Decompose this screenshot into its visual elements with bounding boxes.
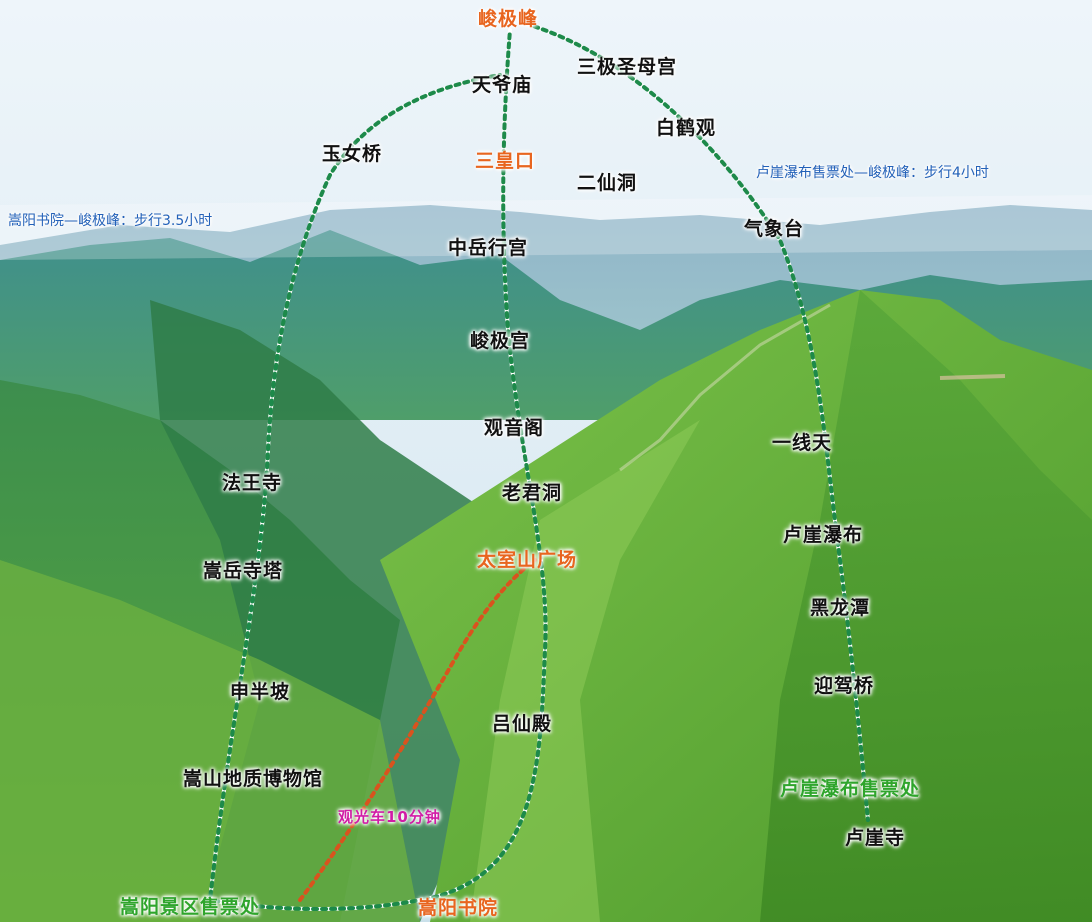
label-luya-waterfall: 卢崖瀑布 bbox=[783, 524, 864, 546]
label-yixiantian: 一线天 bbox=[772, 432, 833, 454]
label-banpo: 申半坡 bbox=[230, 681, 291, 703]
label-erxian-cave: 二仙洞 bbox=[577, 172, 638, 194]
label-songyue-pagoda: 嵩岳寺塔 bbox=[203, 560, 284, 582]
label-yunv-bridge: 玉女桥 bbox=[322, 143, 383, 165]
label-laojun-cave: 老君洞 bbox=[502, 482, 563, 504]
label-baihe-temple: 白鹤观 bbox=[656, 117, 717, 139]
shuttle-note: 观光车10分钟 bbox=[338, 808, 441, 826]
label-sanhuang-cave: 三皇口 bbox=[475, 150, 536, 172]
right-route-note: 卢崖瀑布售票处—峻极峰：步行4小时 bbox=[756, 165, 989, 181]
label-taishi-square: 太室山广场 bbox=[477, 549, 578, 571]
label-fawang-temple: 法王寺 bbox=[222, 472, 283, 494]
shuttle-route bbox=[298, 558, 537, 902]
label-guanyin-pavilion: 观音阁 bbox=[484, 417, 545, 439]
label-heilong-pool: 黑龙潭 bbox=[810, 597, 871, 619]
label-yingjia-bridge: 迎驾桥 bbox=[814, 675, 875, 697]
label-luya-ticket: 卢崖瀑布售票处 bbox=[780, 778, 921, 800]
label-lvxian-hall: 吕仙殿 bbox=[492, 713, 553, 735]
label-songyang-ticket: 嵩阳景区售票处 bbox=[120, 896, 261, 918]
label-sanji-palace: 三极圣母宫 bbox=[577, 56, 678, 78]
label-weather-station: 气象台 bbox=[744, 218, 805, 240]
left-route-note: 嵩阳书院—峻极峰：步行3.5小时 bbox=[8, 213, 213, 229]
label-songyang-academy: 嵩阳书院 bbox=[418, 897, 499, 919]
label-zhongyue-palace: 中岳行宫 bbox=[448, 237, 529, 259]
label-luya-temple: 卢崖寺 bbox=[845, 827, 906, 849]
label-tianye-temple: 天爷庙 bbox=[472, 74, 533, 96]
label-summit: 峻极峰 bbox=[478, 8, 539, 30]
label-geology-museum: 嵩山地质博物馆 bbox=[183, 768, 324, 790]
label-junji-palace: 峻极宫 bbox=[470, 330, 531, 352]
